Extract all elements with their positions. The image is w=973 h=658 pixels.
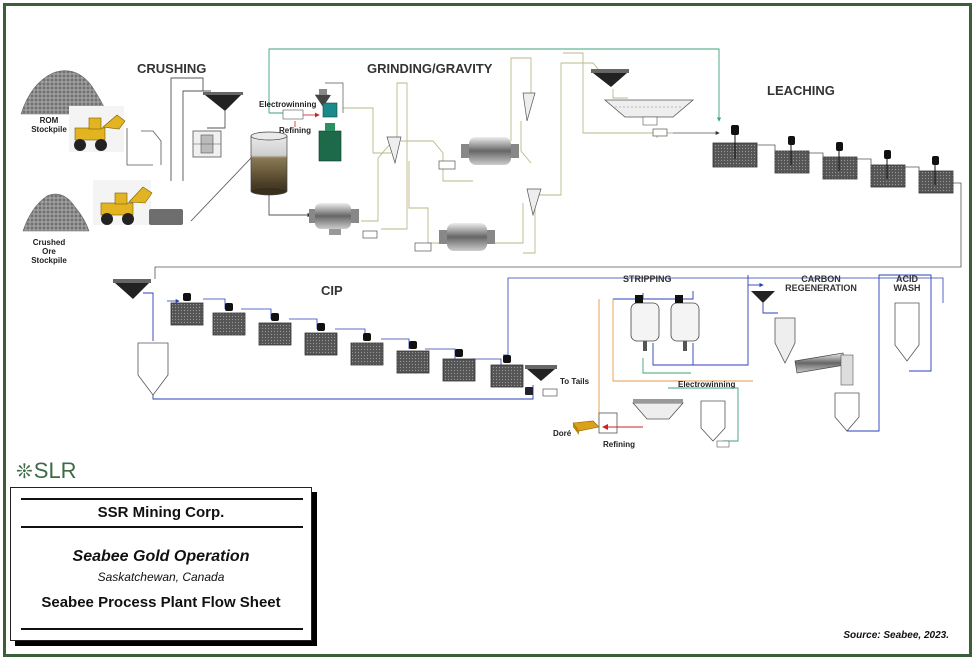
cip-tanks <box>170 293 524 388</box>
sag-mill <box>309 203 359 235</box>
cyclone-2 <box>522 92 536 122</box>
leach-tank-1 <box>712 125 758 168</box>
section-carbon-regen-2: REGENERATION <box>785 283 857 293</box>
cip-tank-6 <box>396 341 430 374</box>
crushed-loader-icon <box>93 180 183 225</box>
strip-vessel-1 <box>630 295 660 351</box>
slr-logo-mark-icon: ❊ <box>16 461 33 483</box>
electrowinning-bottom-label: Electrowinning <box>678 380 735 389</box>
cip-tank-8 <box>490 355 524 388</box>
acid-wash-vessel <box>894 302 920 362</box>
leach-tank-5 <box>918 156 954 194</box>
refining-top-label: Refining <box>279 126 311 135</box>
crushed-ore-label-3: Stockpile <box>31 256 67 265</box>
section-acid-wash-2: WASH <box>894 283 921 293</box>
gold-bar-icon <box>572 420 600 435</box>
dore-label: Doré <box>553 429 572 438</box>
to-tails-label: To Tails <box>560 377 590 386</box>
leach-tank-3 <box>822 142 858 180</box>
title-location: Saskatchewan, Canada <box>97 570 225 584</box>
regen-kiln <box>794 352 854 386</box>
refining-bottom-label: Refining <box>603 440 635 449</box>
electrowinning-cell-bottom <box>632 399 684 420</box>
refining-equipment-top <box>318 102 342 162</box>
rom-stockpile-label-2: Stockpile <box>31 125 67 134</box>
crushed-ore-label-2: Ore <box>42 247 56 256</box>
pregnant-tank <box>700 400 730 448</box>
electrowinning-top-label: Electrowinning <box>259 100 316 109</box>
thickener <box>603 99 695 126</box>
slr-logo: ❊SLR <box>16 458 77 484</box>
electrowinning-top-lines <box>294 112 320 127</box>
thickener-underflow-pump <box>652 128 668 137</box>
electrowinning-cell-top <box>282 109 304 120</box>
strip-vessel-2 <box>670 295 700 351</box>
rom-stockpile <box>20 70 108 115</box>
source-note: Source: Seabee, 2023. <box>843 630 949 641</box>
regen-screen <box>751 291 775 303</box>
flow-sheet-diagram: ROM Stockpile Crushed Ore Stockpile CRUS… <box>20 48 962 449</box>
ball-mill-1 <box>461 137 519 165</box>
cip-tank-4 <box>304 323 338 356</box>
section-carbon-regen-1: CARBON <box>801 274 841 284</box>
title-project: Seabee Gold Operation <box>72 548 250 565</box>
regen-kiln-feed-hopper <box>774 317 796 364</box>
leach-tank-2 <box>774 136 810 174</box>
crushing-lines <box>170 77 252 222</box>
jaw-crusher-chute <box>126 128 162 166</box>
rom-loader-icon <box>69 106 126 152</box>
title-block: SSR Mining Corp. Seabee Gold Operation S… <box>10 487 312 641</box>
leach-cascade-lines <box>154 144 962 279</box>
regen-lines <box>762 274 932 432</box>
section-acid-wash-1: ACID <box>896 274 918 284</box>
section-cip: CIP <box>321 283 343 298</box>
title-block-rule-bottom <box>21 628 303 630</box>
pre-leach-screen <box>591 69 629 87</box>
crushing-screen-hopper <box>203 92 243 111</box>
fine-ore-bin <box>250 131 288 196</box>
tails-pump <box>542 388 558 397</box>
ball-mill-2-pump <box>414 242 432 252</box>
cip-tank-1 <box>170 293 204 326</box>
carbon-safety-screen <box>525 365 557 395</box>
cip-tail-thickener <box>137 342 169 396</box>
ball-mill-2 <box>439 223 495 251</box>
sag-mill-pump <box>362 230 378 239</box>
refining-furnace <box>598 412 618 434</box>
section-stripping: STRIPPING <box>623 274 672 284</box>
section-grinding: GRINDING/GRAVITY <box>367 61 493 76</box>
title-block-rule-mid <box>21 526 303 528</box>
gravity-concentrator <box>315 89 331 107</box>
title-drawing: Seabee Process Plant Flow Sheet <box>41 594 281 611</box>
title-company: SSR Mining Corp. <box>97 504 225 521</box>
cyclone-1 <box>386 136 402 165</box>
section-leaching: LEACHING <box>767 83 835 98</box>
crushed-ore-label-1: Crushed <box>33 238 66 247</box>
ball-mill-1-pump <box>438 160 456 170</box>
regen-quench-tank <box>834 392 860 432</box>
cip-tank-3 <box>258 313 292 346</box>
cone-crusher <box>192 130 222 158</box>
cip-tank-5 <box>350 333 384 366</box>
crushed-ore-stockpile <box>22 193 90 232</box>
slr-logo-text: SLR <box>33 458 77 483</box>
cip-tank-2 <box>212 303 246 336</box>
cip-tank-7 <box>442 349 476 382</box>
cip-feed-screen <box>113 279 151 299</box>
grinding-lines <box>268 52 673 254</box>
cyclone-3 <box>526 188 542 217</box>
leach-tank-4 <box>870 150 906 188</box>
section-crushing: CRUSHING <box>137 61 206 76</box>
title-block-rule-top <box>21 498 303 500</box>
rom-stockpile-label-1: ROM <box>40 116 59 125</box>
